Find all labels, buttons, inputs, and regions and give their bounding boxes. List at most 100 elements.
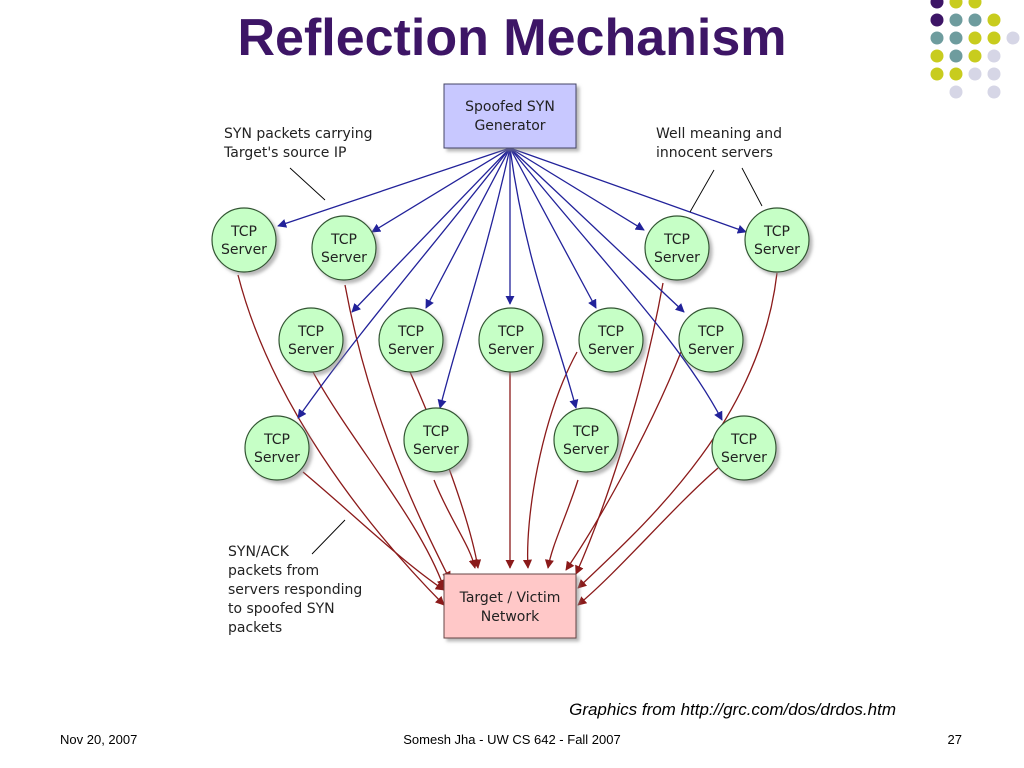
decorative-dot [949, 31, 963, 45]
tcp-server-circle [311, 215, 377, 281]
synack-arrows [237, 272, 778, 606]
tcp-server-label: Server [254, 450, 300, 466]
annotation-pointers [289, 167, 763, 555]
tcp-server-label: TCP [697, 324, 724, 340]
decorative-dot [968, 31, 982, 45]
tcp-server-node: TCP Server [553, 407, 619, 473]
tcp-server-node: TCP Server [678, 307, 744, 373]
decorative-dot [987, 13, 1001, 27]
well-meaning-pointer-right [741, 167, 763, 207]
syn-annotation-line1: SYN packets carrying [224, 126, 372, 142]
synack-line1: SYN/ACK [228, 544, 290, 560]
decorative-dot [930, 31, 944, 45]
tcp-server-node: TCP Server [244, 415, 310, 481]
syn-arrows [277, 147, 747, 421]
syn-arrow [509, 147, 645, 231]
tcp-server-circle [744, 207, 810, 273]
synack-arrow [312, 371, 446, 589]
annotation-syn-packets: SYN packets carrying Target's source IP [223, 126, 372, 161]
tcp-server-label: Server [688, 342, 734, 358]
syn-arrow [351, 147, 511, 313]
tcp-server-label: TCP [297, 324, 324, 340]
slide-title: Reflection Mechanism [237, 9, 787, 67]
tcp-server-label: Server [288, 342, 334, 358]
decorative-dot [968, 0, 982, 9]
decorative-dot [987, 67, 1001, 81]
syn-annotation-pointer [289, 167, 326, 201]
tcp-server-circle [211, 207, 277, 273]
tcp-server-label: TCP [397, 324, 424, 340]
syn-arrow [509, 147, 747, 234]
decorative-dot [930, 0, 944, 9]
decorative-dot [930, 13, 944, 27]
well-meaning-pointer-left [689, 169, 715, 213]
tcp-server-circle [244, 415, 310, 481]
synack-arrow [409, 371, 482, 569]
tcp-server-label: TCP [263, 432, 290, 448]
synack-arrow [237, 274, 445, 606]
synack-arrow [433, 479, 478, 569]
tcp-server-label: TCP [497, 324, 524, 340]
tcp-server-label: TCP [330, 232, 357, 248]
tcp-server-label: TCP [230, 224, 257, 240]
tcp-server-node: TCP Server [644, 215, 710, 281]
synack-arrow [577, 467, 719, 606]
synack-arrow [577, 272, 778, 589]
tcp-server-label: TCP [763, 224, 790, 240]
tcp-server-label: TCP [730, 432, 757, 448]
tcp-server-label: Server [721, 450, 767, 466]
decorative-dot [987, 49, 1001, 63]
decorative-dot [968, 49, 982, 63]
tcp-server-circle [478, 307, 544, 373]
synack-arrow [522, 351, 578, 569]
well-meaning-line1: Well meaning and [656, 126, 782, 142]
syn-arrow [509, 147, 685, 313]
synack-annotation-pointer [311, 519, 346, 555]
synack-arrow [565, 351, 682, 571]
well-meaning-line2: innocent servers [656, 145, 773, 161]
synack-arrow [575, 282, 664, 575]
footer-page-number: 27 [947, 732, 962, 747]
tcp-server-label: Server [321, 250, 367, 266]
tcp-server-node: TCP Server [478, 307, 544, 373]
decorative-dot [968, 67, 982, 81]
synack-line2: packets from [228, 563, 319, 579]
syn-arrow [371, 147, 511, 233]
decorative-dot [949, 0, 963, 9]
syn-arrow [297, 147, 511, 419]
tcp-server-label: Server [588, 342, 634, 358]
spoofed-syn-generator: Spoofed SYN Generator [443, 83, 577, 149]
syn-arrow [509, 147, 579, 409]
tcp-server-label: Server [221, 242, 267, 258]
decorative-dot [949, 13, 963, 27]
decorative-dot [987, 85, 1001, 99]
tcp-server-node: TCP Server [744, 207, 810, 273]
synack-arrow [302, 471, 445, 591]
decorative-dot [1006, 31, 1020, 45]
tcp-server-circle [644, 215, 710, 281]
tcp-server-label: TCP [663, 232, 690, 248]
syn-arrow [509, 147, 597, 309]
tcp-server-circle [378, 307, 444, 373]
decorative-dot [968, 13, 982, 27]
synack-line5: packets [228, 620, 282, 636]
tcp-server-label: Server [488, 342, 534, 358]
tcp-server-label: Server [563, 442, 609, 458]
tcp-server-node: TCP Server [311, 215, 377, 281]
tcp-server-label: TCP [572, 424, 599, 440]
syn-arrow [425, 147, 511, 309]
annotation-synack: SYN/ACK packets from servers responding … [228, 544, 362, 636]
syn-annotation-line2: Target's source IP [223, 145, 346, 161]
tcp-server-label: Server [754, 242, 800, 258]
tcp-server-label: Server [654, 250, 700, 266]
tcp-server-node: TCP Server [278, 307, 344, 373]
tcp-server-circle [278, 307, 344, 373]
target-label-line2: Network [481, 609, 540, 625]
tcp-server-circle [578, 307, 644, 373]
tcp-server-label: Server [413, 442, 459, 458]
synack-arrow [544, 479, 579, 569]
